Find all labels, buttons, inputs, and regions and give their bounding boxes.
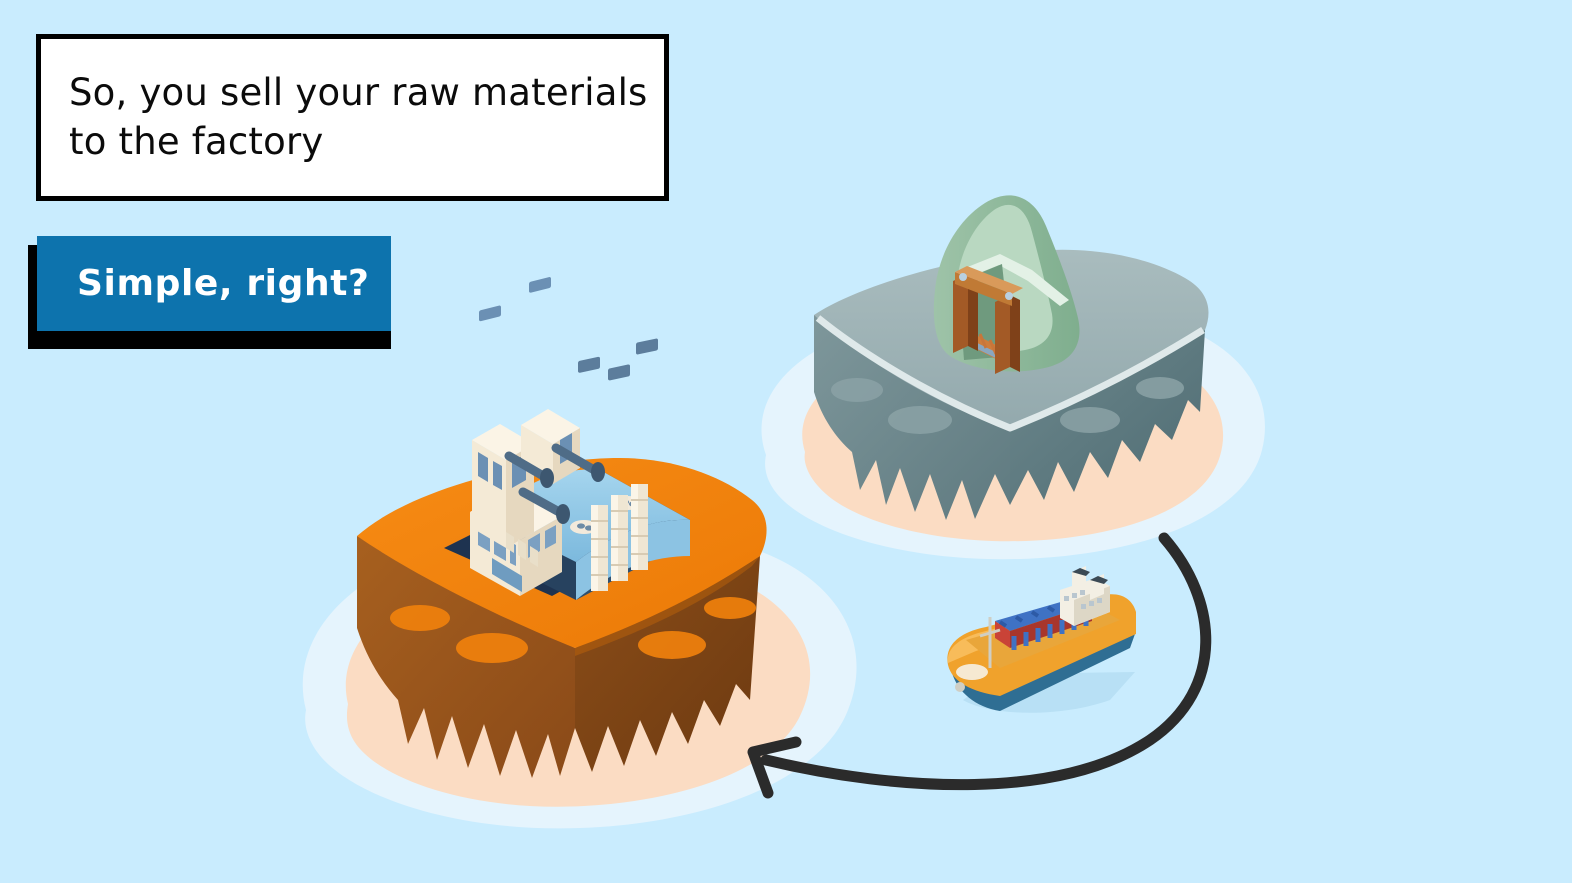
cargo-ship: [947, 566, 1136, 713]
mine-post-right-side: [1010, 295, 1020, 372]
factory-hall-windows: [506, 532, 538, 567]
ship-mast: [979, 617, 1001, 668]
arrow-curve: [760, 532, 1212, 791]
factory-roof-vents: [578, 338, 658, 381]
mine-bolt-right: [1005, 292, 1013, 300]
factory-pipe-caps: [540, 462, 605, 524]
factory-smokestacks: [591, 484, 648, 591]
factory-upper-block-window: [529, 277, 551, 293]
mine-bolt-left: [959, 273, 967, 281]
mine-island-rim-highlight: [815, 315, 1205, 432]
cta-button[interactable]: Simple, right?: [37, 236, 391, 331]
mine-entrance: [953, 264, 1023, 374]
mine-post-left-side: [968, 274, 978, 351]
mine-beam-top: [955, 266, 1023, 294]
mine-island: [761, 195, 1265, 560]
mine-post-right: [995, 295, 1010, 374]
factory-upper-block-roof: [521, 409, 580, 444]
factory-tower-roof: [472, 424, 534, 460]
factory-entrance-door: [492, 558, 522, 592]
arrow-head: [747, 736, 802, 799]
narration-text: So, you sell your raw materials to the f…: [69, 71, 648, 163]
mine-mountain-snow-ridge: [955, 254, 1069, 306]
ship-bow-fitting: [955, 682, 965, 692]
narration-box: So, you sell your raw materials to the f…: [36, 34, 669, 201]
ship-bridge-windows: [1064, 590, 1102, 609]
mine-post-left: [953, 274, 968, 353]
cta-button-wrap[interactable]: Simple, right?: [28, 236, 400, 351]
factory-island: [302, 277, 857, 829]
factory-island-top-shade: [575, 556, 760, 656]
mine-island-rock-ledges: [831, 377, 1184, 434]
factory-island-ledges: [390, 597, 756, 663]
ship-funnel-1-top: [1072, 568, 1090, 576]
shipping-route-arrow: [747, 532, 1212, 799]
cta-button-label: Simple, right?: [77, 263, 370, 304]
factory-tower-top-window: [479, 305, 501, 322]
mine-beam: [955, 272, 1012, 306]
ship-funnel-2-top: [1090, 576, 1108, 584]
factory-pipes: [504, 443, 601, 518]
ship-bow-deck: [956, 664, 988, 680]
